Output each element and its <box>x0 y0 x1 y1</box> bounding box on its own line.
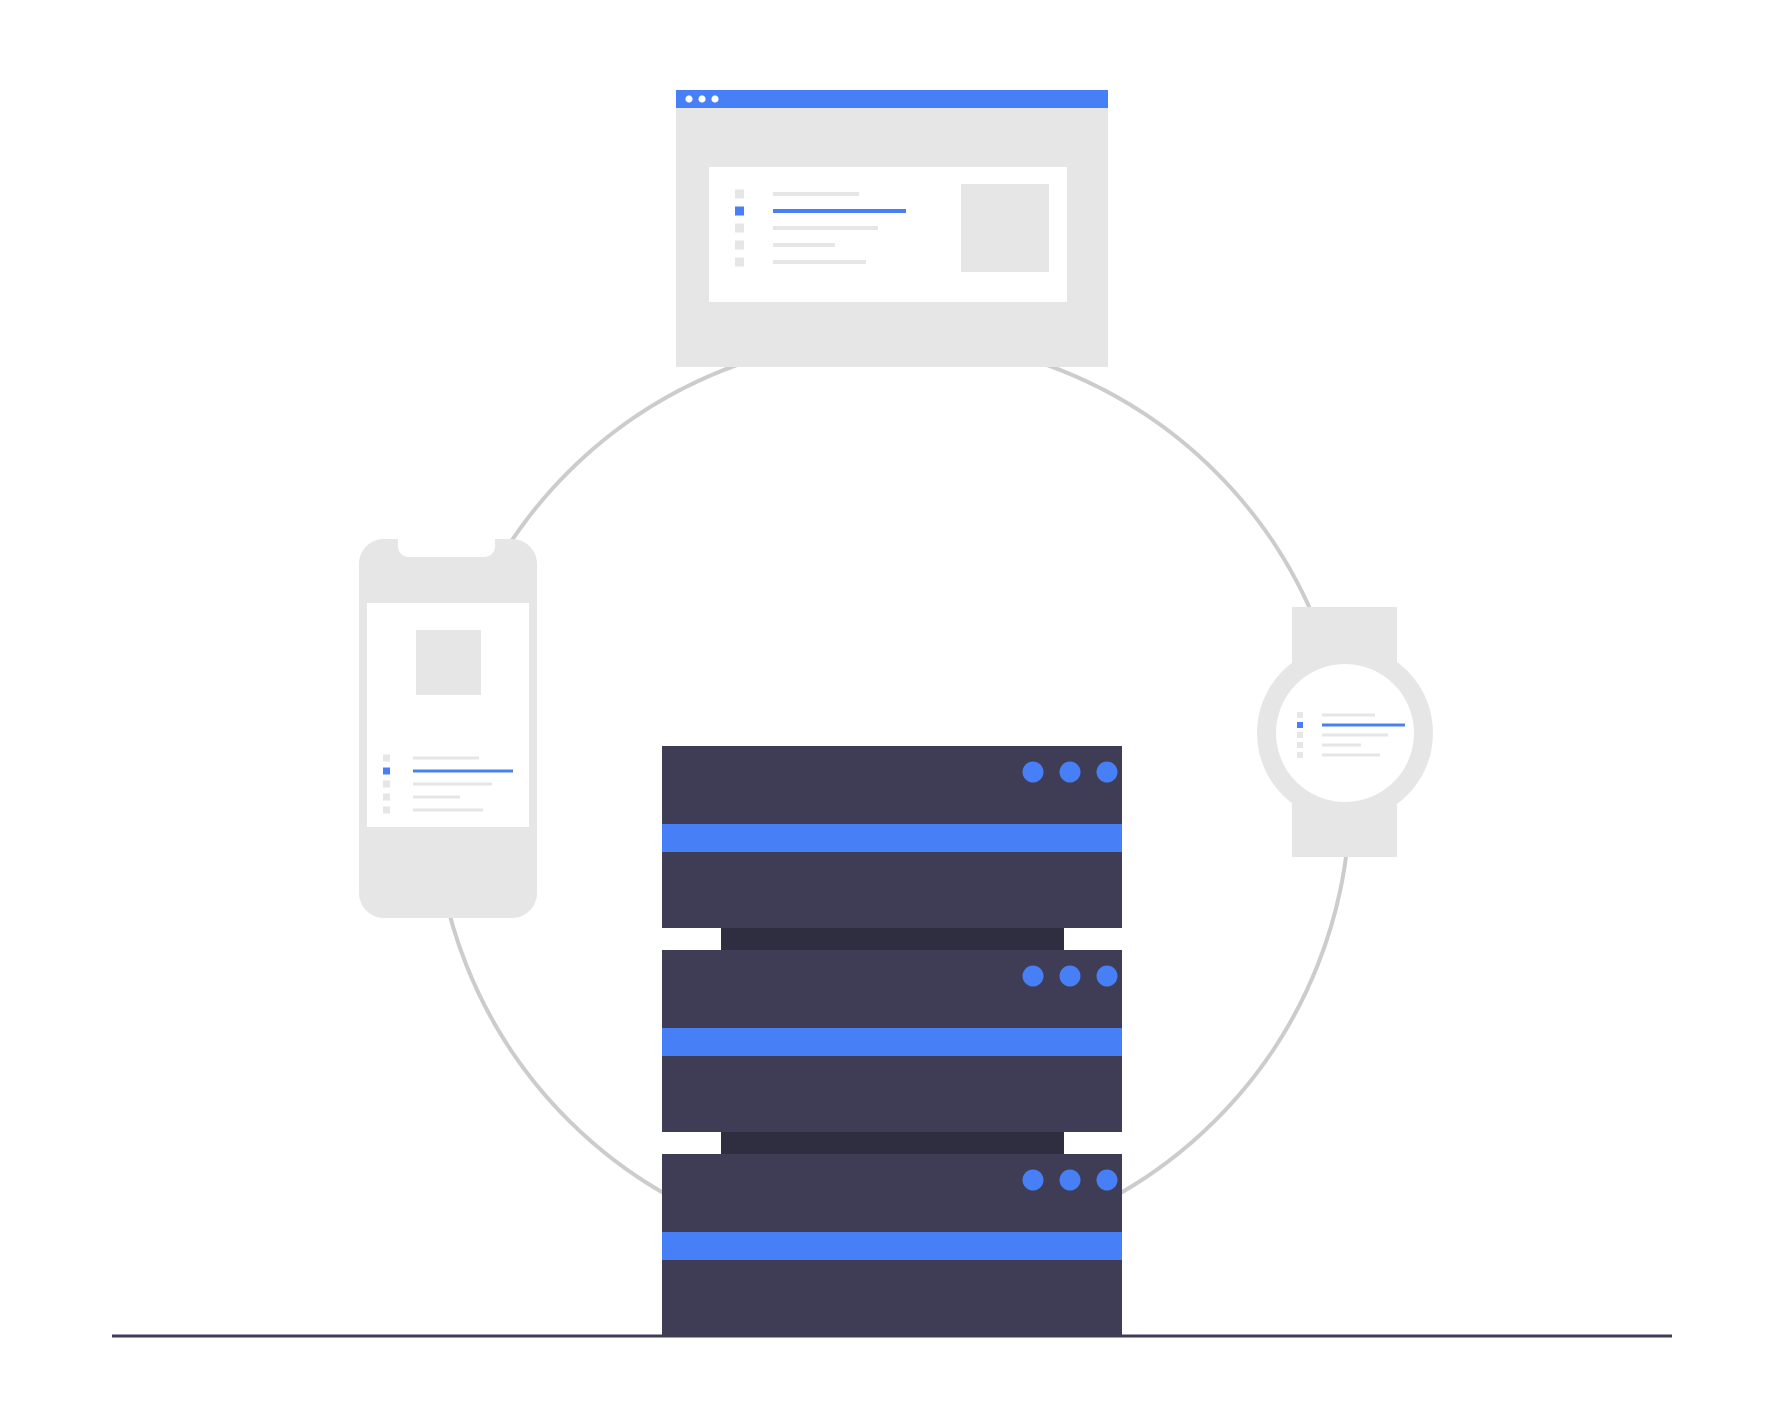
smartwatch-icon <box>1257 607 1433 857</box>
browser-window-dots <box>685 95 719 103</box>
list-bullet <box>383 780 390 788</box>
list-line <box>773 243 835 247</box>
list-line <box>413 795 460 799</box>
list-bullet <box>383 806 390 814</box>
list-bullet <box>1297 712 1303 718</box>
server-stack-icon <box>662 746 1122 1336</box>
server-drive-stripe <box>662 824 1122 852</box>
server-connector <box>721 1132 1064 1154</box>
watch-list <box>1297 712 1405 758</box>
list-bullet <box>735 257 744 267</box>
browser-title-bar <box>676 90 1108 108</box>
server-status-light <box>1096 965 1118 987</box>
title-bar-dot <box>698 95 706 103</box>
list-bullet <box>1297 732 1303 738</box>
list-line <box>1322 713 1375 717</box>
list-bullet <box>735 189 744 199</box>
server-connector <box>721 928 1064 950</box>
list-line <box>413 756 479 760</box>
list-line <box>413 808 483 812</box>
list-bullet <box>383 767 390 775</box>
list-line <box>1322 753 1380 757</box>
title-bar-dot <box>685 95 693 103</box>
browser-window-icon <box>676 90 1108 367</box>
browser-list <box>735 189 906 267</box>
phone-image-placeholder <box>416 630 481 695</box>
list-line <box>773 192 859 196</box>
server-status-light <box>1022 1169 1044 1191</box>
server-status-light <box>1096 761 1118 783</box>
title-bar-dot <box>711 95 719 103</box>
list-line <box>773 226 878 230</box>
list-bullet <box>383 793 390 801</box>
server-drive-stripe <box>662 1028 1122 1056</box>
server-drive-stripe <box>662 1232 1122 1260</box>
list-bullet <box>1297 752 1303 758</box>
server-status-light <box>1059 761 1081 783</box>
server-status-light <box>1022 761 1044 783</box>
list-line <box>413 782 492 786</box>
server-status-light <box>1059 1169 1081 1191</box>
list-line-highlighted <box>773 209 906 213</box>
list-bullet <box>735 223 744 233</box>
watch-face <box>1276 664 1414 802</box>
list-line <box>1322 733 1388 737</box>
phone-list <box>383 754 513 814</box>
server-status-light <box>1022 965 1044 987</box>
server-status-light <box>1059 965 1081 987</box>
list-bullet <box>735 206 744 216</box>
list-bullet <box>1297 742 1303 748</box>
list-bullet <box>735 240 744 250</box>
list-bullet <box>1297 722 1303 728</box>
phone-icon <box>359 539 537 918</box>
list-bullet <box>383 754 390 762</box>
list-line <box>1322 743 1361 747</box>
server-status-light <box>1096 1169 1118 1191</box>
list-line-highlighted <box>1322 723 1405 727</box>
list-line-highlighted <box>413 769 513 773</box>
browser-image-placeholder <box>961 184 1049 272</box>
list-line <box>773 260 866 264</box>
